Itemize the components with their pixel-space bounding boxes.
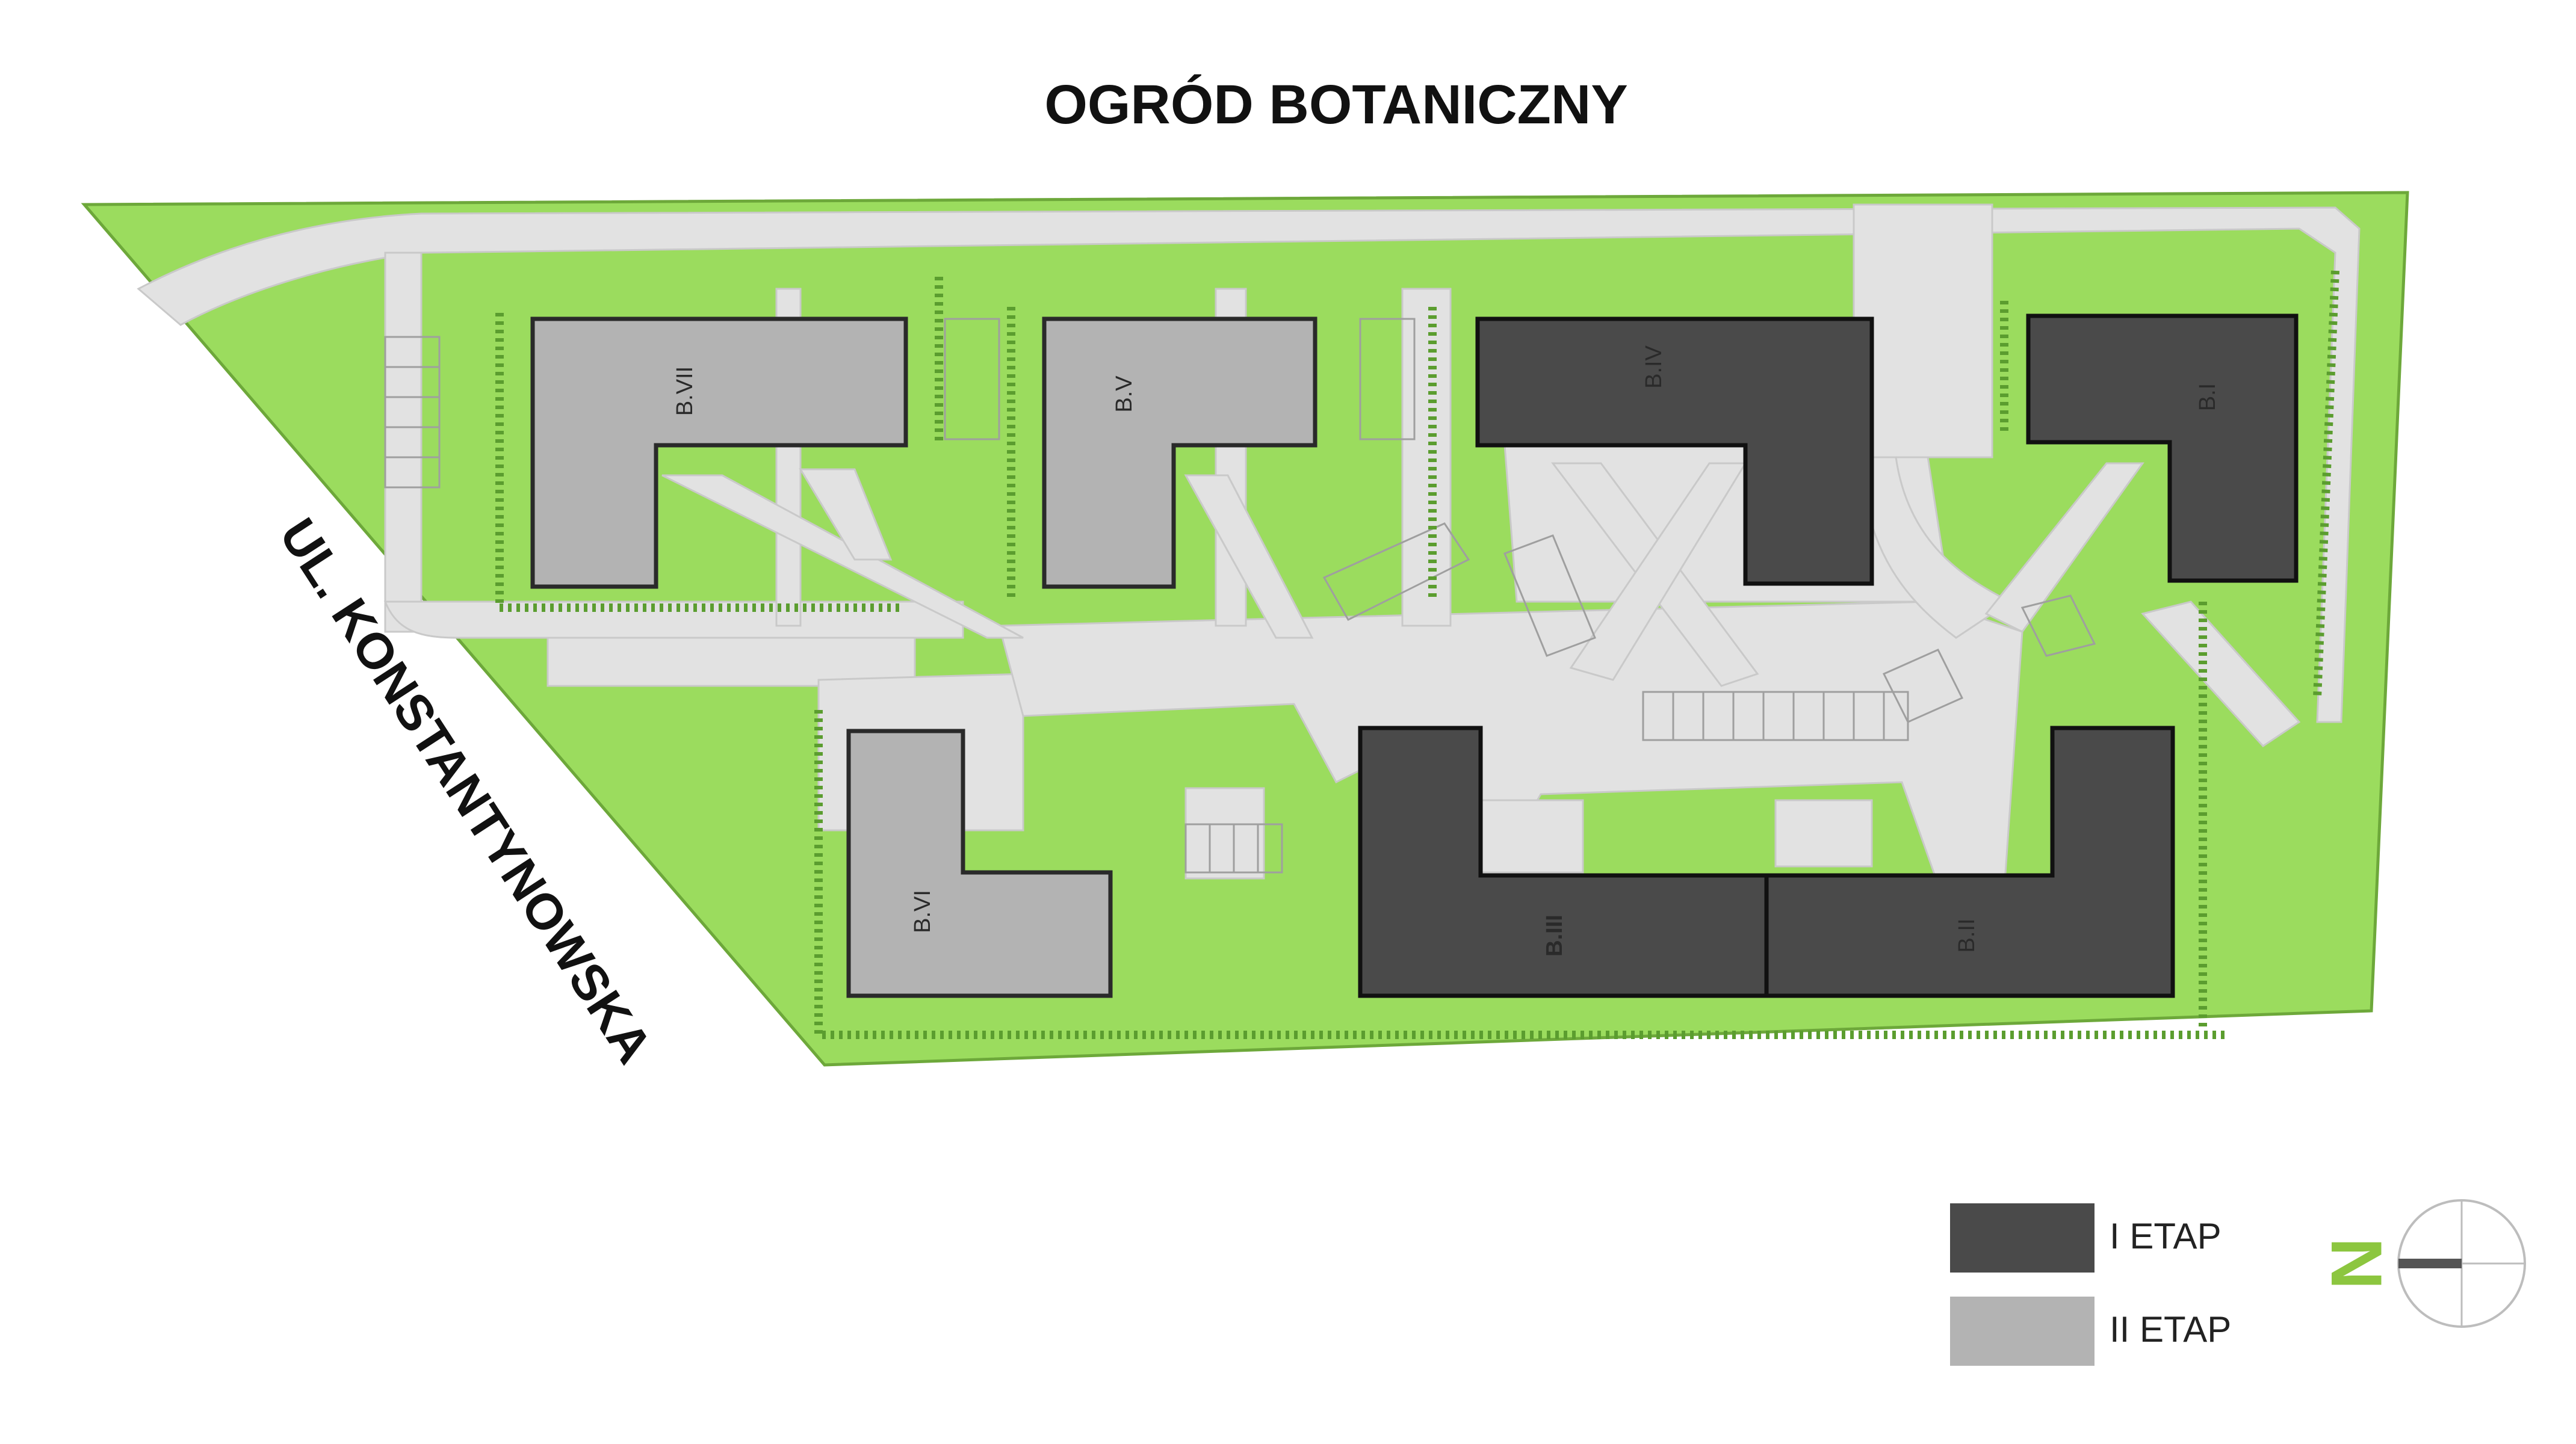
hedges: [495, 270, 2339, 1039]
pavement: [137, 203, 2361, 892]
compass-letter-n: N: [2317, 1238, 2397, 1290]
buildings-stage-1: [1358, 313, 2299, 998]
buildings-stage-2: [530, 316, 1317, 998]
building-b4: [1475, 316, 1874, 586]
label-b5: B.V: [1112, 375, 1137, 413]
legend-label-stage-1: I ETAP: [2110, 1216, 2221, 1256]
label-b7: B.VII: [672, 366, 698, 416]
building-b6: [846, 729, 1113, 998]
building-labels: B.VII B.V B.IV B.I B.VI B.III B.II: [672, 345, 2220, 956]
legend-swatch-stage-2: [1950, 1297, 2095, 1366]
building-b1: [2026, 313, 2299, 583]
label-b4: B.IV: [1641, 345, 1667, 388]
botanical-garden-label: OGRÓD BOTANICZNY: [1044, 73, 1627, 135]
legend-swatch-stage-1: [1950, 1203, 2095, 1273]
label-b3: B.III: [1542, 915, 1567, 957]
label-b1: B.I: [2195, 383, 2220, 411]
building-b2: [1764, 726, 2175, 998]
parking-areas: [384, 318, 2096, 874]
building-b7: [530, 316, 908, 589]
legend: I ETAP II ETAP: [1950, 1203, 2231, 1366]
label-b2: B.II: [1954, 918, 1980, 952]
legend-label-stage-2: II ETAP: [2110, 1309, 2231, 1350]
north-compass: N: [2317, 1199, 2526, 1328]
building-b5: [1042, 316, 1317, 589]
label-b6: B.VI: [910, 890, 935, 933]
